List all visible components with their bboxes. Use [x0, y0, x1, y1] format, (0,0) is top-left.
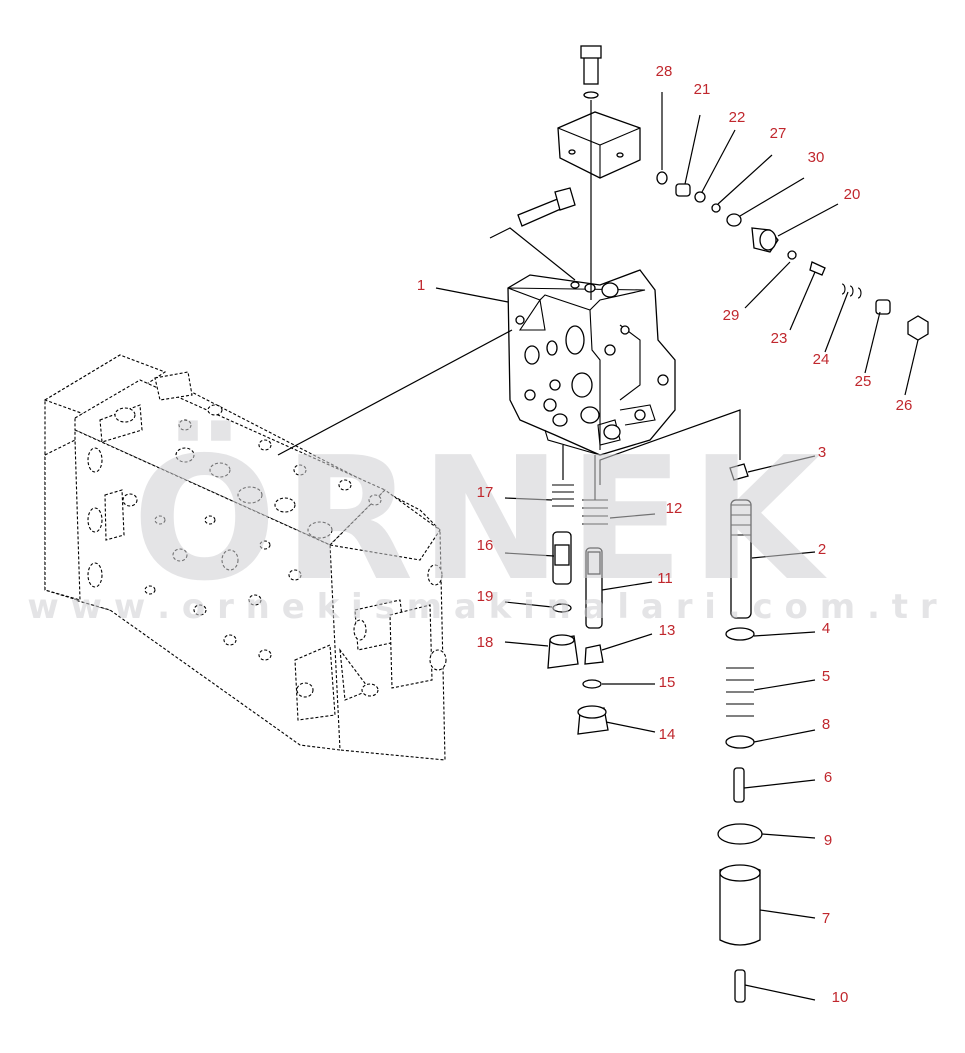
callout-5: 5 — [822, 668, 830, 685]
callout-7: 7 — [822, 910, 830, 927]
left-column-parts — [547, 445, 579, 669]
callout-19: 19 — [477, 588, 494, 605]
callout-2: 2 — [818, 541, 826, 558]
callout-6: 6 — [824, 769, 832, 786]
watermark-logo-text: ÖRNEK — [132, 420, 828, 619]
housing-bolt — [489, 187, 576, 281]
callout-3: 3 — [818, 444, 826, 461]
callout-17: 17 — [477, 484, 494, 501]
callout-10: 10 — [832, 989, 849, 1006]
callout-24: 24 — [813, 351, 830, 368]
callout-18: 18 — [477, 634, 494, 651]
top-cover — [557, 45, 641, 300]
callout-28: 28 — [656, 63, 673, 80]
middle-column-parts — [577, 455, 609, 735]
callout-22: 22 — [729, 109, 746, 126]
main-valve-assembly — [43, 354, 447, 761]
leader-lines — [277, 92, 919, 1001]
callout-9: 9 — [824, 832, 832, 849]
callout-20: 20 — [844, 186, 861, 203]
watermark: ÖRNEK w w w . o r n e k i s m a k i n a … — [27, 420, 936, 627]
callout-29: 29 — [723, 307, 740, 324]
watermark-url-text: w w w . o r n e k i s m a k i n a l a r … — [27, 587, 936, 627]
valve-port-holes — [87, 404, 447, 698]
callout-13: 13 — [659, 622, 676, 639]
right-column-parts — [599, 409, 763, 1003]
callout-26: 26 — [896, 397, 913, 414]
callout-30: 30 — [808, 149, 825, 166]
section-housing — [507, 269, 676, 456]
callout-4: 4 — [822, 620, 830, 637]
callout-15: 15 — [659, 674, 676, 691]
callout-14: 14 — [659, 726, 676, 743]
callout-1: 1 — [417, 277, 425, 294]
callout-25: 25 — [855, 373, 872, 390]
callout-8: 8 — [822, 716, 830, 733]
callout-27: 27 — [770, 125, 787, 142]
callout-labels: 28 21 22 27 30 20 1 29 23 24 25 26 3 17 … — [417, 63, 913, 1006]
callout-12: 12 — [666, 500, 683, 517]
callout-23: 23 — [771, 330, 788, 347]
callout-11: 11 — [657, 570, 673, 587]
callout-16: 16 — [477, 537, 494, 554]
relief-valve-parts — [656, 171, 929, 341]
callout-21: 21 — [694, 81, 711, 98]
